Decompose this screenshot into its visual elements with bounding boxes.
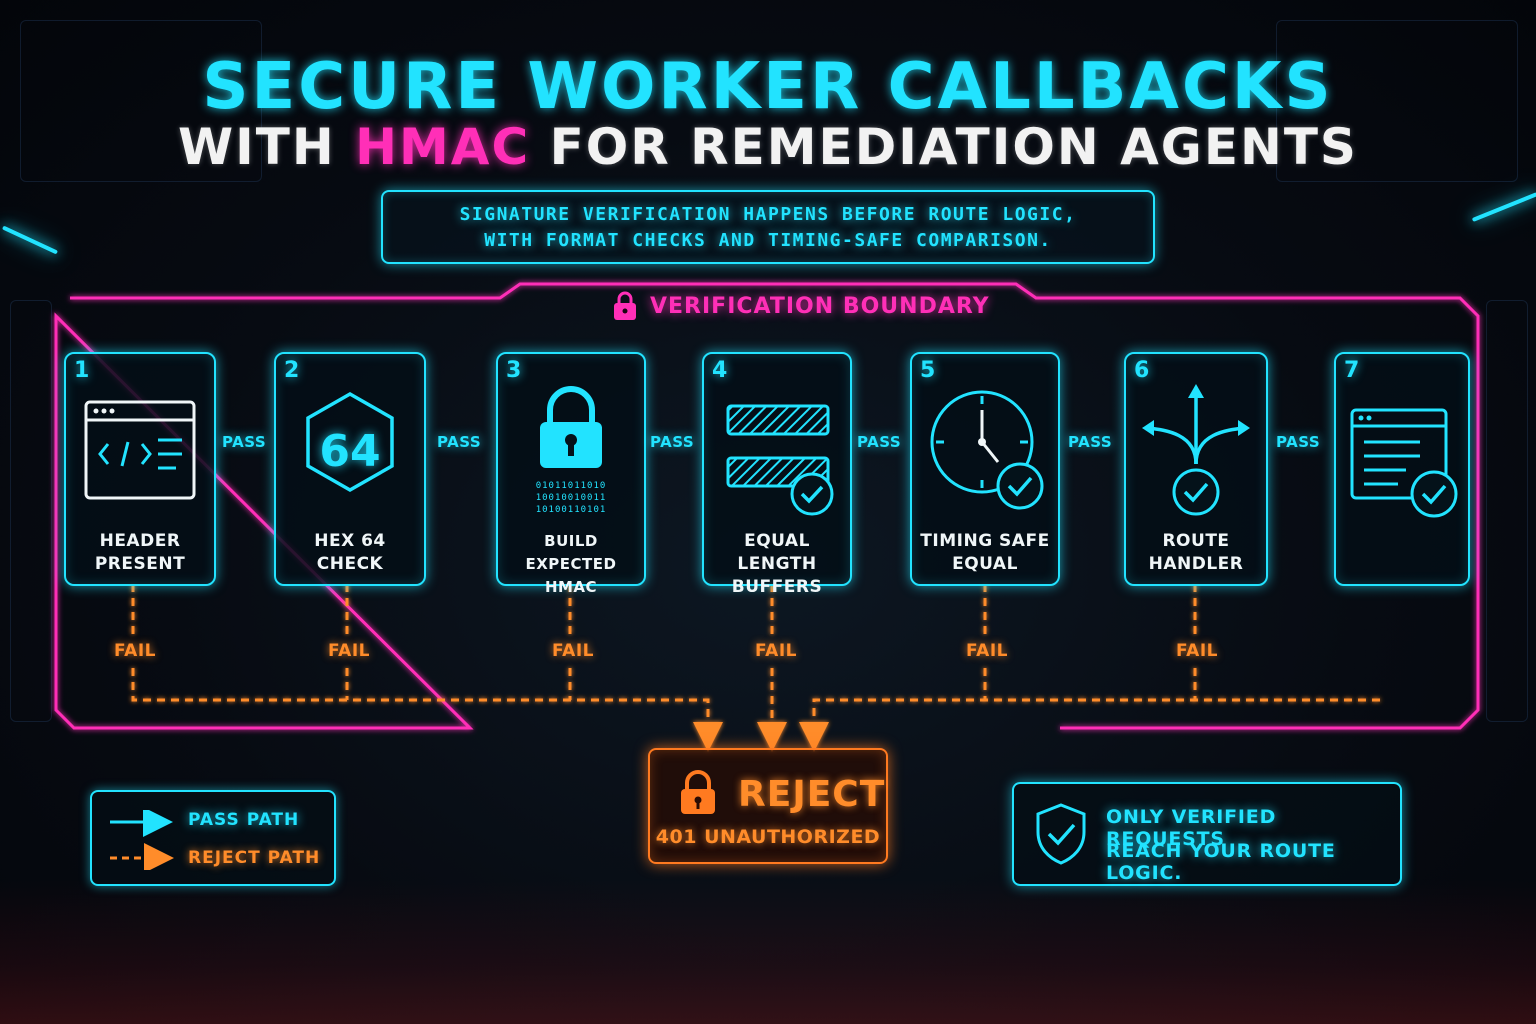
step-label: TIMING SAFE EQUAL bbox=[912, 530, 1058, 576]
step-label-line1: HEADER bbox=[99, 531, 181, 551]
step-label-line2: EXPECTED HMAC bbox=[525, 555, 617, 596]
page-title: SECURE WORKER CALLBACKS bbox=[202, 50, 1334, 124]
info-note: ONLY VERIFIED REQUESTS REACH YOUR ROUTE … bbox=[1012, 782, 1402, 886]
bg-panel-top-right bbox=[1276, 20, 1518, 182]
step-number: 5 bbox=[920, 358, 936, 383]
binary-row: 10100110101 bbox=[535, 505, 607, 515]
title-highlight-hmac: HMAC bbox=[355, 118, 531, 176]
step-label-line2: EQUAL bbox=[952, 554, 1018, 574]
legend: PASS PATH REJECT PATH bbox=[90, 790, 336, 886]
code-window-icon bbox=[84, 400, 196, 500]
fail-label-5: FAIL bbox=[966, 641, 1008, 661]
step-number: 6 bbox=[1134, 358, 1150, 383]
step-number: 1 bbox=[74, 358, 90, 383]
verification-boundary-label: VERIFICATION BOUNDARY bbox=[612, 290, 990, 322]
step-card-6: 6 ROUTE HANDLER bbox=[1124, 352, 1268, 586]
step-number: 3 bbox=[506, 358, 522, 383]
step-label-line1: BUILD bbox=[544, 532, 598, 550]
note-line1: ONLY VERIFIED REQUESTS bbox=[1106, 806, 1277, 850]
step-card-2: 2 64 HEX 64 CHECK bbox=[274, 352, 426, 586]
title-suffix: FOR REMEDIATION AGENTS bbox=[530, 118, 1358, 176]
step-number: 4 bbox=[712, 358, 728, 383]
fail-label-2: FAIL bbox=[328, 641, 370, 661]
floor-glow bbox=[0, 880, 1536, 1024]
legend-reject: REJECT PATH bbox=[188, 848, 321, 868]
reject-path-right bbox=[799, 698, 1380, 752]
boundary-text: VERIFICATION BOUNDARY bbox=[650, 293, 990, 319]
step-label-line2: PRESENT bbox=[94, 554, 186, 574]
reject-title: REJECT bbox=[738, 774, 886, 815]
note-line2: REACH YOUR ROUTE LOGIC. bbox=[1106, 840, 1336, 884]
shield-check-icon bbox=[1036, 803, 1086, 865]
step-card-1: 1 HEADER PRESENT bbox=[64, 352, 216, 586]
padlock-icon bbox=[540, 386, 602, 468]
step-label: BUILD EXPECTED HMAC bbox=[498, 530, 644, 599]
pass-label-3: PASS bbox=[650, 433, 695, 451]
step-label: HEX 64 CHECK bbox=[276, 530, 424, 576]
step-card-7: 7 bbox=[1334, 352, 1470, 586]
subtitle-box: SIGNATURE VERIFICATION HAPPENS BEFORE RO… bbox=[381, 190, 1155, 264]
step-label-line1: HEX 64 bbox=[314, 531, 386, 551]
step-card-4: 4 EQUAL LENGTH BUFFERS bbox=[702, 352, 852, 597]
pass-label-4: PASS bbox=[857, 433, 902, 451]
step-number: 2 bbox=[284, 358, 300, 383]
hexagon-64-icon bbox=[306, 391, 394, 493]
buffers-check-icon bbox=[726, 404, 834, 516]
step-label: HEADER PRESENT bbox=[66, 530, 214, 576]
legend-pass: PASS PATH bbox=[188, 810, 300, 830]
page-title-line2: WITH HMAC FOR REMEDIATION AGENTS bbox=[0, 118, 1536, 176]
reject-box: REJECT 401 UNAUTHORIZED bbox=[648, 748, 888, 864]
title-prefix: WITH bbox=[178, 118, 356, 176]
binary-rows: 01011011010 10010010011 10100110101 bbox=[498, 480, 644, 516]
binary-row: 01011011010 bbox=[535, 481, 607, 491]
step-label-line1: EQUAL LENGTH bbox=[737, 531, 817, 574]
lock-icon bbox=[614, 291, 636, 320]
pass-label-2: PASS bbox=[437, 433, 482, 451]
document-check-icon bbox=[1350, 408, 1458, 518]
legend-arrows bbox=[110, 810, 174, 870]
step-label-line2: CHECK bbox=[316, 554, 384, 574]
step-card-5: 5 TIMING SAFE EQUAL bbox=[910, 352, 1060, 586]
step-label-line1: ROUTE bbox=[1162, 531, 1230, 551]
step-label-line2: HANDLER bbox=[1148, 554, 1244, 574]
subtitle-line2: WITH FORMAT CHECKS AND TIMING-SAFE COMPA… bbox=[484, 230, 1052, 251]
pass-label-1: PASS bbox=[222, 433, 267, 451]
step-label: EQUAL LENGTH BUFFERS bbox=[704, 530, 850, 599]
step-label-line2: BUFFERS bbox=[731, 577, 823, 597]
fail-label-1: FAIL bbox=[114, 641, 156, 661]
bg-panel-right bbox=[1486, 300, 1528, 722]
step-label: ROUTE HANDLER bbox=[1126, 530, 1266, 576]
subtitle-line1: SIGNATURE VERIFICATION HAPPENS BEFORE RO… bbox=[459, 204, 1077, 225]
step-label-line1: TIMING SAFE bbox=[920, 531, 1050, 551]
pass-label-6: PASS bbox=[1276, 433, 1321, 451]
fail-label-6: FAIL bbox=[1176, 641, 1218, 661]
reject-path-left bbox=[131, 668, 723, 752]
step-card-3: 3 01011011010 10010010011 10100110101 BU… bbox=[496, 352, 646, 596]
fail-label-4: FAIL bbox=[755, 641, 797, 661]
pass-label-5: PASS bbox=[1068, 433, 1113, 451]
binary-row: 10010010011 bbox=[535, 493, 607, 503]
reject-status: 401 UNAUTHORIZED bbox=[655, 826, 881, 848]
step-number: 7 bbox=[1344, 358, 1360, 383]
route-arrows-icon bbox=[1142, 384, 1250, 516]
bg-panel-left bbox=[10, 300, 52, 722]
clock-check-icon bbox=[930, 390, 1044, 510]
hex-64-text: 64 bbox=[319, 426, 381, 477]
fail-label-3: FAIL bbox=[552, 641, 594, 661]
bg-panel-top-left bbox=[20, 20, 262, 182]
lock-icon bbox=[681, 770, 715, 814]
